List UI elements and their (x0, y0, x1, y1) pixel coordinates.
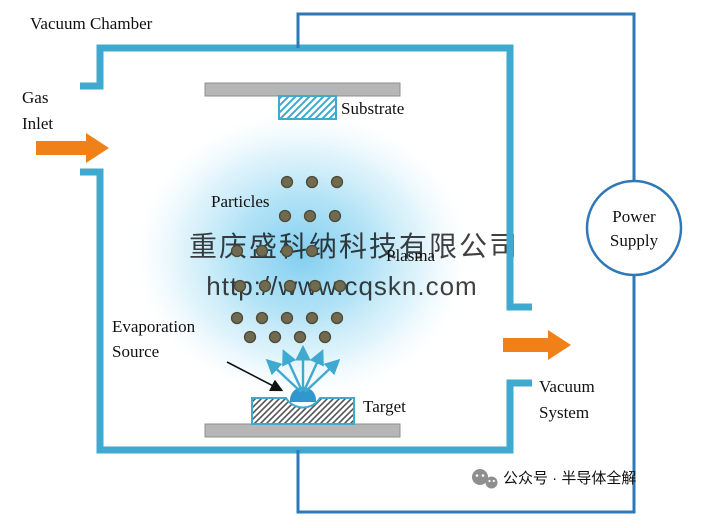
vacuum-system-label-line2: System (539, 403, 589, 422)
substrate-label: Substrate (341, 99, 404, 118)
power-supply-label-line2: Supply (610, 231, 659, 250)
flow-arrows (36, 133, 571, 360)
wechat-icon (472, 469, 498, 489)
power-supply-circle (585, 179, 683, 277)
gas-inlet-label-line2: Inlet (22, 114, 53, 133)
substrate-block (278, 95, 337, 120)
particle-dot (308, 279, 322, 293)
particle-dot (255, 311, 269, 325)
power-circuit (296, 12, 683, 514)
particle-dot (243, 330, 257, 344)
gas-flow-arrow-icon (36, 133, 109, 163)
watermark-company: 重庆盛科纳科技有限公司 (189, 231, 519, 262)
particles-label: Particles (211, 192, 270, 211)
particle-dot (305, 311, 319, 325)
particle-dot (255, 244, 269, 258)
particle-dot (278, 209, 292, 223)
plasma-glow (130, 107, 474, 403)
target-block (251, 397, 355, 425)
evaporation-source-label-line1: Evaporation (112, 317, 196, 336)
electrodes (204, 82, 401, 438)
emission-arrow (265, 358, 302, 393)
particle-dot (303, 209, 317, 223)
footer-watermark-text: 公众号 · 半导体全解 (503, 469, 636, 487)
chamber-wall-lower (80, 168, 532, 454)
particle-dot (330, 311, 344, 325)
evaporation-dome (290, 387, 316, 402)
particle-dot (328, 209, 342, 223)
vacuum-chamber-label: Vacuum Chamber (30, 14, 153, 33)
particle-dot (305, 175, 319, 189)
particles-group (230, 175, 347, 344)
particle-dot (233, 279, 247, 293)
gas-inlet-label-line1: Gas (22, 88, 48, 107)
particle-dot (230, 311, 244, 325)
particle-dot (258, 279, 272, 293)
plasma-label: Plasma (386, 246, 436, 265)
particle-dot (230, 244, 244, 258)
evaporation-pointer-arrow (226, 361, 284, 392)
vacuum-flow-arrow-icon (503, 330, 571, 360)
emission-arrows (265, 344, 341, 393)
evaporation-source-label-line2: Source (112, 342, 159, 361)
power-supply-label-line1: Power (612, 207, 656, 226)
emission-arrow (304, 358, 341, 393)
particle-dot (293, 330, 307, 344)
emission-arrow (282, 349, 304, 392)
target-label: Target (363, 397, 406, 416)
chamber-walls (80, 44, 532, 454)
chamber-wall-upper (80, 44, 532, 311)
emission-arrow (302, 349, 324, 392)
particle-dot (283, 279, 297, 293)
particle-dot (280, 311, 294, 325)
particle-dot (268, 330, 282, 344)
particle-dot (330, 175, 344, 189)
vacuum-system-label-line1: Vacuum (539, 377, 595, 396)
particle-dot (318, 330, 332, 344)
bottom-electrode (204, 423, 401, 438)
power-wire-bottom (296, 275, 636, 514)
particle-dot (280, 244, 294, 258)
top-electrode (204, 82, 401, 97)
power-wire-top (296, 12, 636, 181)
particle-dot (280, 175, 294, 189)
footer-watermark: 公众号 · 半导体全解 (472, 469, 636, 489)
particle-dot (333, 279, 347, 293)
particle-dot (305, 244, 319, 258)
